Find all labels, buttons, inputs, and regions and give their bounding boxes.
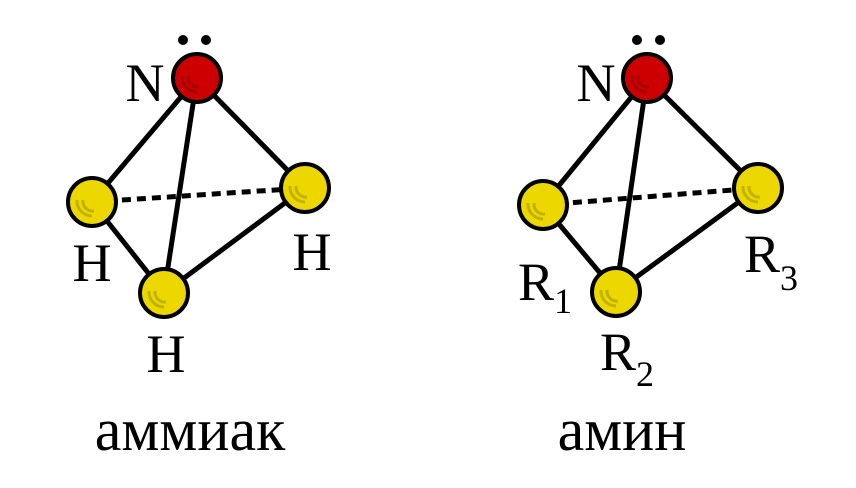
r3-label: R3 (744, 224, 798, 298)
amine-caption: амин (558, 397, 687, 463)
r3-letter: R (744, 224, 780, 284)
bond-n-h-bottom (161, 75, 200, 296)
bond-h-h-right (161, 185, 308, 296)
ammonia-caption: аммиак (95, 397, 286, 463)
hydrogen-label-bottom: H (147, 324, 186, 384)
bond-n-r3 (644, 75, 761, 191)
bonds (540, 75, 761, 295)
bond-r1-r3-back-dashed (542, 185, 759, 208)
ammonia-molecule: N H H H аммиак (66, 35, 332, 463)
substituent-atom-r2 (590, 266, 642, 318)
substituent-atom-r3 (732, 162, 784, 214)
lone-pair-icon (178, 35, 211, 45)
hydrogen-atom-bottom (138, 267, 190, 319)
hydrogen-atom-left (66, 176, 118, 228)
r1-label: R1 (518, 252, 572, 321)
hydrogen-label-left: H (73, 233, 112, 293)
r2-subscript: 2 (636, 354, 654, 394)
substituent-atom-r1 (517, 179, 569, 231)
lone-pair-icon (632, 35, 665, 45)
nitrogen-label: N (126, 53, 165, 113)
bond-n-h-left (89, 75, 200, 205)
bond-r3-r2 (613, 185, 761, 295)
hydrogen-label-right: H (293, 222, 332, 282)
nitrogen-atom (171, 52, 223, 104)
hydrogen-atom-right (279, 162, 331, 214)
r2-letter: R (600, 322, 636, 382)
bond-n-r1 (540, 75, 650, 208)
r2-label: R2 (600, 322, 654, 394)
bond-h-h-back-dashed (91, 185, 306, 205)
r1-subscript: 1 (554, 281, 572, 321)
bonds (89, 75, 308, 296)
nitrogen-label: N (577, 53, 616, 113)
nitrogen-atom (621, 52, 673, 104)
bond-n-r2 (613, 75, 650, 295)
amine-molecule: N R1 R2 R3 амин (517, 35, 798, 463)
r3-subscript: 3 (780, 258, 798, 298)
r1-letter: R (518, 252, 554, 312)
